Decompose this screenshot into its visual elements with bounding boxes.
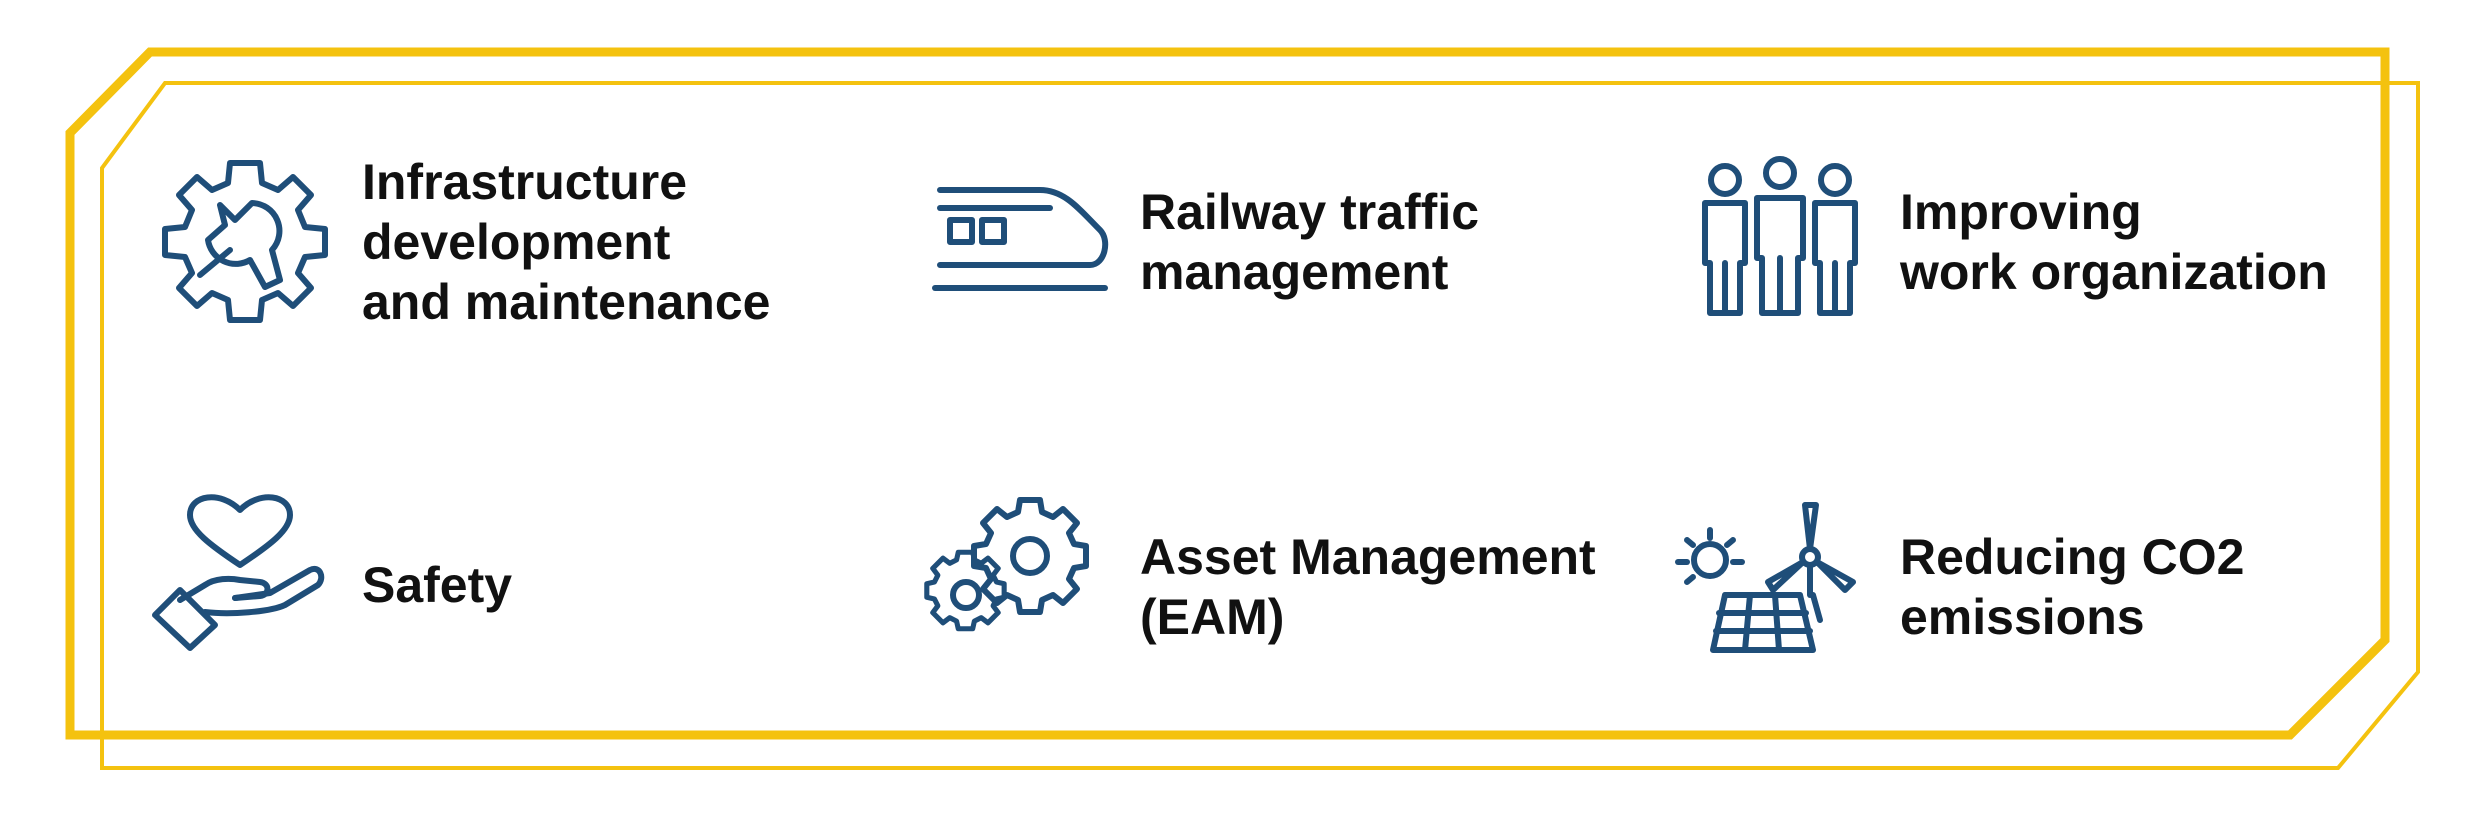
- gears-icon: [924, 495, 1090, 655]
- item-label: Railway traffic management: [1140, 184, 1480, 300]
- item-label: Safety: [362, 557, 513, 613]
- outer-frame-front: [65, 47, 2390, 740]
- people-icon: [1695, 156, 1865, 318]
- item-label: Improving work organization: [1900, 184, 2328, 300]
- solar-wind-icon: [1675, 500, 1856, 655]
- heart-hand-icon: [150, 490, 325, 651]
- train-icon: [930, 180, 1110, 300]
- item-label: Asset Management (EAM): [1140, 529, 1596, 645]
- outer-frame-back: [100, 81, 2420, 770]
- item-label: Reducing CO2 emissions: [1900, 529, 2245, 645]
- gear-wrench-icon: [160, 155, 330, 325]
- item-label: Infrastructure development and maintenan…: [362, 154, 771, 330]
